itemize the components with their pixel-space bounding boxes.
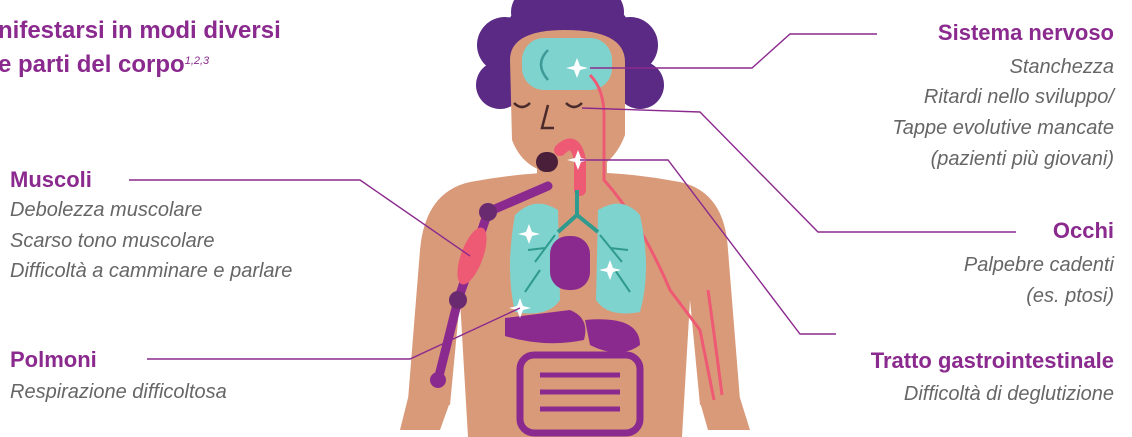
muscles-symptom-1: Debolezza muscolare <box>10 195 202 225</box>
title-line-2-text: e parti del corpo <box>0 51 185 78</box>
right-hand <box>700 398 750 430</box>
title-line-2: e parti del corpo1,2,3 <box>0 48 281 82</box>
nervous-symptom-4: (pazienti più giovani) <box>931 144 1114 174</box>
muscles-heading: Muscoli <box>10 167 92 193</box>
hand-joint <box>430 372 446 388</box>
gi-symptom-1: Difficoltà di deglutizione <box>904 379 1114 409</box>
eyes-symptom-2: (es. ptosi) <box>1026 281 1114 311</box>
muscles-symptom-2: Scarso tono muscolare <box>10 226 215 256</box>
brain <box>522 38 612 90</box>
title-line-1: nifestarsi in modi diversi <box>0 14 281 48</box>
title-refs: 1,2,3 <box>185 55 209 67</box>
right-lung <box>596 204 646 314</box>
mouth <box>536 152 558 172</box>
nervous-symptom-3: Tappe evolutive mancate <box>892 113 1114 143</box>
nervous-system-heading: Sistema nervoso <box>938 20 1114 46</box>
nervous-symptom-1: Stanchezza <box>1009 52 1114 82</box>
nervous-symptom-2: Ritardi nello sviluppo/ <box>924 82 1114 112</box>
muscles-symptom-3: Difficoltà a camminare e parlare <box>10 256 292 286</box>
heart <box>550 236 590 290</box>
lungs-heading: Polmoni <box>10 347 97 373</box>
eyes-heading: Occhi <box>1053 218 1114 244</box>
lungs-symptom-1: Respirazione difficoltosa <box>10 377 227 407</box>
shoulder-joint <box>479 203 497 221</box>
left-hand <box>400 398 450 430</box>
elbow-joint <box>449 291 467 309</box>
page-title: nifestarsi in modi diversi e parti del c… <box>0 14 281 82</box>
gi-tract-heading: Tratto gastrointestinale <box>871 348 1114 374</box>
eyes-symptom-1: Palpebre cadenti <box>964 250 1114 280</box>
